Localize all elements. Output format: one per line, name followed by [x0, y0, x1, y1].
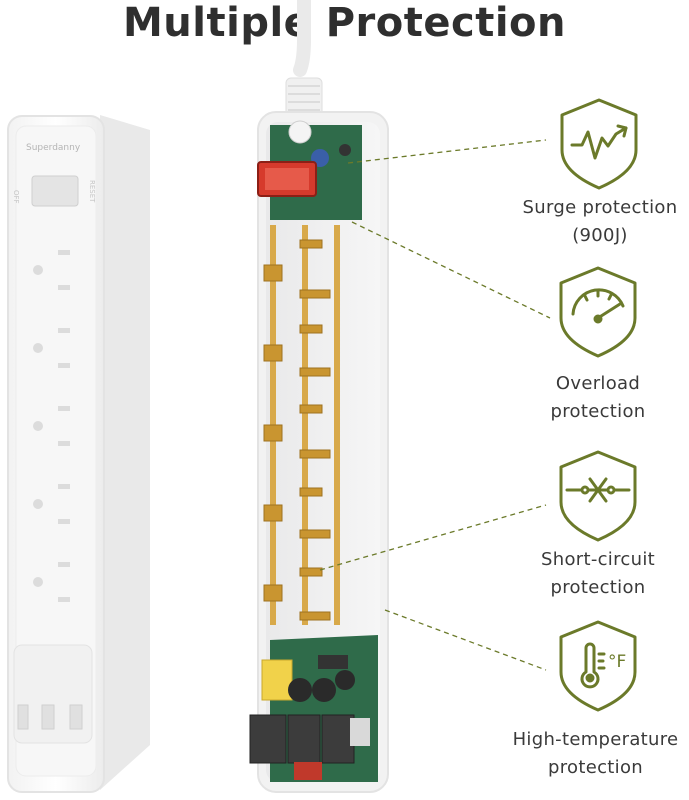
fahrenheit-symbol: °F: [608, 652, 626, 672]
usb-ports: [17, 704, 83, 730]
surge-icon: [560, 98, 638, 190]
short-circuit-label-line2: protection: [550, 577, 646, 598]
overload-protection-label: Overload protection: [508, 370, 688, 426]
high-temperature-label-line2: protection: [548, 757, 643, 778]
power-switch: [31, 175, 79, 207]
high-temperature-label-line1: High-temperature: [512, 729, 679, 750]
open-power-strip: [249, 111, 389, 793]
overload-label-line2: protection: [550, 401, 646, 422]
switch-text: OFF: [12, 190, 20, 204]
surge-label-line1: Surge protection: [522, 197, 678, 218]
usb-modules: [249, 714, 355, 764]
surge-protection-label: Surge protection (900J): [510, 194, 689, 250]
short-circuit-protection-label: Short-circuit protection: [508, 546, 688, 602]
outlet-slots: [33, 250, 70, 602]
reset-text: RESET: [88, 180, 96, 203]
closed-power-strip: Superdanny OFF RESET: [7, 115, 150, 793]
power-cable: [285, 0, 323, 129]
callout-lines: [319, 139, 551, 671]
overload-label-line1: Overload: [555, 373, 641, 394]
page-title: Multiple Protection: [123, 0, 566, 46]
brand-text: Superdanny: [26, 143, 81, 153]
gauge-icon: [559, 266, 637, 358]
short-circuit-icon: [559, 450, 637, 542]
high-temperature-protection-label: High-temperature protection: [502, 726, 689, 782]
thermometer-icon: [559, 620, 637, 712]
surge-label-line2: (900J): [572, 225, 628, 246]
outlet-contacts: [263, 239, 331, 621]
short-circuit-label-line1: Short-circuit: [541, 549, 655, 570]
